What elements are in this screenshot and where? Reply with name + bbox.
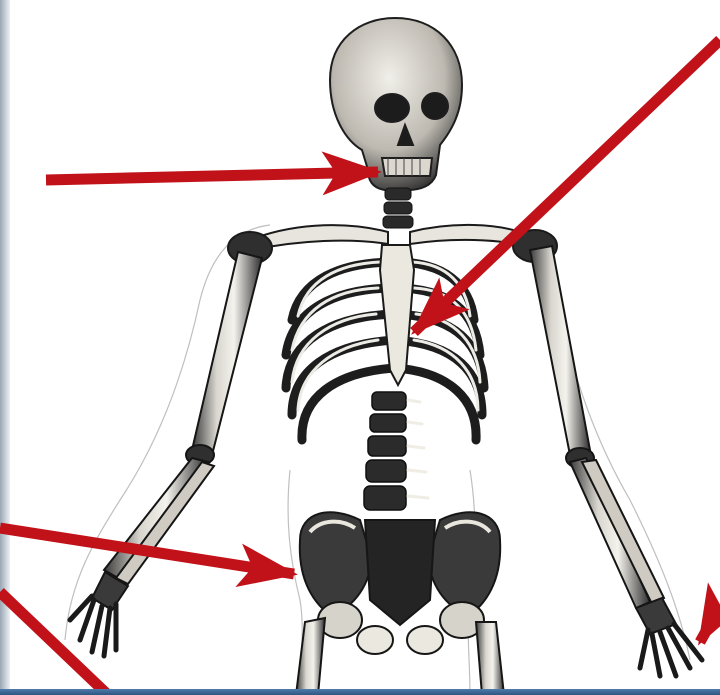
arrow-to-hand bbox=[700, 606, 720, 642]
lumbar-highlights bbox=[408, 400, 428, 498]
arrow-to-jaw bbox=[46, 172, 378, 180]
bottom-frame-bar bbox=[0, 689, 720, 695]
lumbar-spine bbox=[364, 392, 406, 510]
right-arm bbox=[530, 246, 702, 676]
sternum bbox=[380, 245, 414, 385]
left-arm bbox=[70, 252, 262, 656]
skull bbox=[330, 18, 462, 190]
pelvis bbox=[300, 512, 500, 654]
cervical-spine bbox=[383, 188, 413, 228]
